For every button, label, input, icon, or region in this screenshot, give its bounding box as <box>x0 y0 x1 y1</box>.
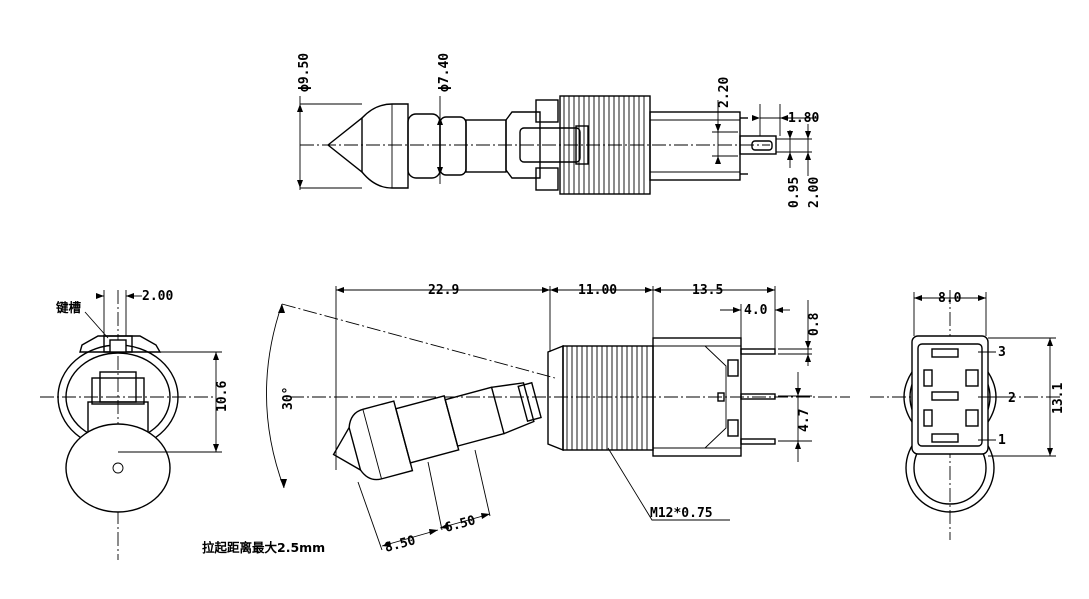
thread-label: M12*0.75 <box>650 506 713 521</box>
top-view-threads <box>563 96 645 194</box>
side-view-threads <box>566 346 648 450</box>
pin-width-label: 2.00 <box>807 177 822 208</box>
side-view <box>266 303 850 489</box>
shaft-seg-label: 6.50 <box>443 513 477 536</box>
pin2-label: 2 <box>1008 391 1016 406</box>
side-view-arrows <box>278 287 811 547</box>
angle-label: 30° <box>281 387 296 410</box>
pin-offset-label: 1.80 <box>788 111 819 126</box>
keyway-label: 键槽 <box>55 300 82 315</box>
left-view <box>40 290 222 560</box>
left-height-label: 10.6 <box>215 381 230 412</box>
top-view-body <box>299 96 818 190</box>
pull-note: 拉起距离最大2.5mm <box>202 540 325 555</box>
shaft-dia-label: ϕ7.40 <box>437 53 452 92</box>
shaft-len-label: 22.9 <box>428 283 459 298</box>
keyway-width-label: 2.00 <box>142 289 173 304</box>
body-len-label: 13.5 <box>692 283 723 298</box>
pin3-label: 3 <box>998 345 1006 360</box>
right-height-label: 13.1 <box>1051 383 1066 414</box>
left-view-arrows <box>96 293 219 452</box>
top-view-arrows <box>297 104 811 188</box>
knob-len-label: 8.50 <box>383 533 417 556</box>
pin-len-label: 4.0 <box>744 303 768 318</box>
right-view <box>870 290 1060 540</box>
pin-pitch-label: 4.7 <box>797 409 812 432</box>
pin-thickness-label: 0.95 <box>787 177 802 208</box>
pin-thk-label: 0.8 <box>807 312 822 336</box>
side-view-body <box>335 286 812 551</box>
body-dia-label: ϕ9.50 <box>297 53 312 92</box>
terminal-len-label: 2.20 <box>717 77 732 108</box>
right-width-label: 8.0 <box>938 291 962 306</box>
pin1-label: 1 <box>998 433 1006 448</box>
bushing-len-label: 11.00 <box>578 283 617 298</box>
right-view-arrows <box>914 295 1053 456</box>
